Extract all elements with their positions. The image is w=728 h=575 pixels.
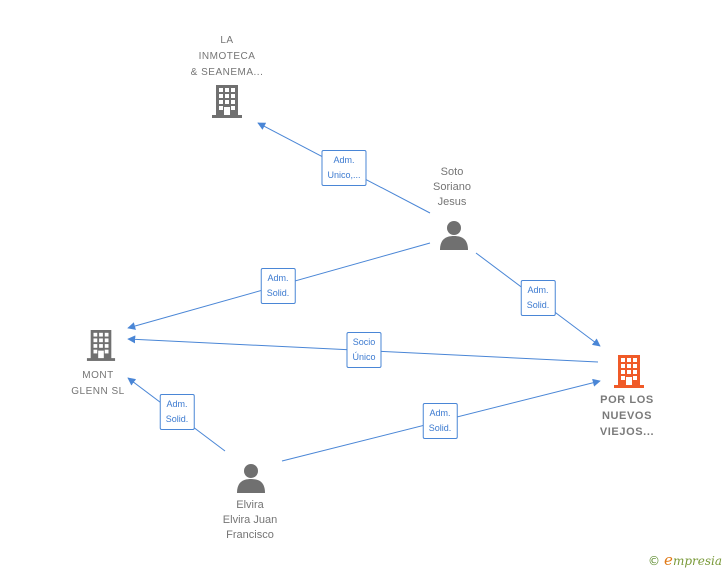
person-icon[interactable]	[439, 220, 469, 250]
node-label-elvira: Elvira Elvira Juan Francisco	[223, 498, 277, 543]
label-line: Soriano	[433, 181, 471, 193]
edge-label-soto-la-inmoteca[interactable]: Adm. Unico,...	[321, 150, 367, 186]
label-line: Adm.	[429, 408, 451, 418]
label-line: Único	[352, 352, 376, 362]
label-line: Elvira Juan	[222, 514, 278, 526]
label-line: Jesus	[437, 196, 467, 208]
label-line: Solid.	[526, 300, 550, 310]
node-label-por-los-nuevos-viejos: POR LOS NUEVOS VIEJOS...	[600, 392, 654, 440]
label-line: Soto	[440, 166, 464, 178]
label-line: POR LOS	[600, 394, 654, 406]
node-label-soto: Soto Soriano Jesus	[433, 165, 471, 210]
brand-logo[interactable]: ©empresia	[648, 551, 722, 569]
edge-label-soto-por-los[interactable]: Adm. Solid.	[520, 280, 556, 316]
label-line: GLENN SL	[71, 386, 125, 397]
building-icon[interactable]	[211, 83, 243, 119]
label-line: Socio	[352, 337, 376, 347]
edge-label-elvira-mont-glenn[interactable]: Adm. Solid.	[159, 394, 195, 430]
label-line: Adm.	[333, 155, 355, 165]
building-icon[interactable]	[86, 327, 116, 363]
label-line: MONT	[82, 370, 114, 381]
brand-initial: e	[664, 551, 673, 569]
person-icon[interactable]	[236, 463, 266, 493]
copyright-icon: ©	[648, 554, 661, 568]
label-line: Solid.	[165, 414, 189, 424]
label-line: Unico,...	[327, 170, 361, 180]
label-line: INMOTECA	[198, 51, 256, 62]
label-line: Elvira	[236, 499, 264, 511]
node-label-la-inmoteca: LA INMOTECA & SEANEMA...	[191, 33, 264, 81]
label-line: NUEVOS	[601, 410, 653, 422]
brand-name: mpresia	[672, 554, 722, 568]
label-line: Solid.	[266, 288, 290, 298]
building-focus-icon[interactable]	[613, 353, 645, 389]
edge-label-por-los-mont-glenn[interactable]: Socio Único	[346, 332, 382, 368]
label-line: Adm.	[166, 399, 188, 409]
label-line: LA	[220, 35, 234, 46]
edge-label-elvira-por-los[interactable]: Adm. Solid.	[422, 403, 458, 439]
label-line: Francisco	[226, 529, 274, 541]
label-line: Adm.	[527, 285, 549, 295]
edge-label-soto-mont-glenn[interactable]: Adm. Solid.	[260, 268, 296, 304]
node-label-mont-glenn: MONT GLENN SL	[71, 368, 124, 400]
label-line: Solid.	[428, 423, 452, 433]
label-line: Adm.	[267, 273, 289, 283]
label-line: VIEJOS...	[599, 426, 655, 438]
label-line: & SEANEMA...	[190, 67, 264, 78]
